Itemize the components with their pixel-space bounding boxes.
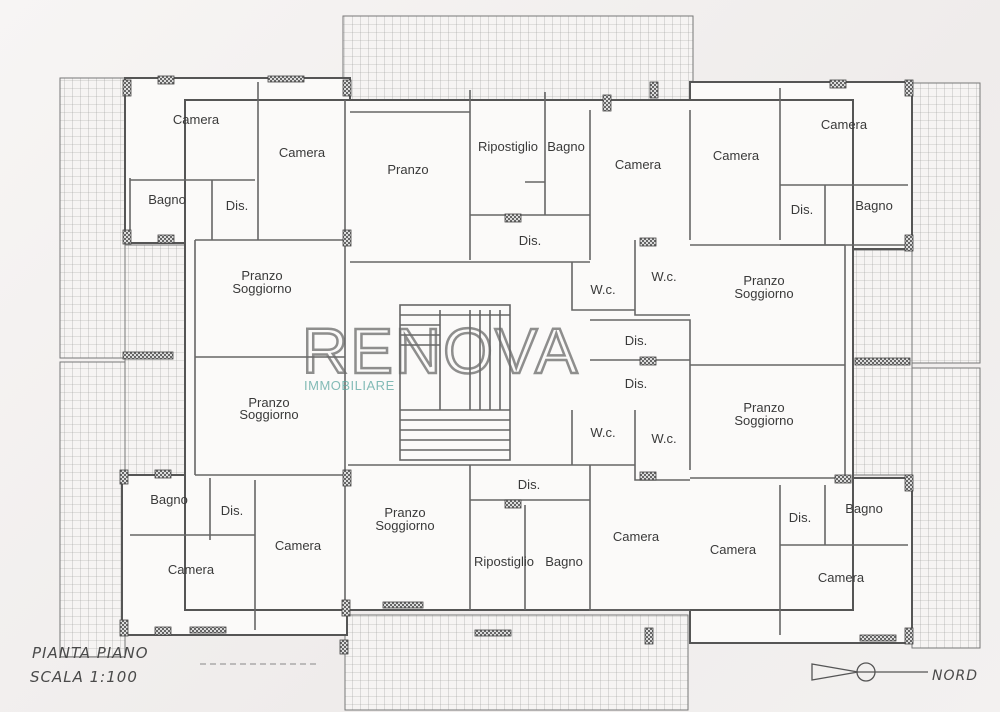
room-label: Bagno [845, 501, 883, 516]
room-label: Bagno [148, 192, 186, 207]
terrace-left-mid [124, 244, 186, 476]
room-label: Camera [615, 157, 662, 172]
terrace-right-upper [911, 82, 981, 364]
room-label: W.c. [651, 431, 676, 446]
room-label: W.c. [590, 282, 615, 297]
room-labels: Camera Camera Bagno Dis. Pranzo Ripostig… [148, 112, 893, 585]
terrace-right-lower [911, 367, 981, 649]
room-label: Bagno [547, 139, 585, 154]
room-label: Dis. [791, 202, 813, 217]
renova-watermark: RENOVA IMMOBILIARE [301, 314, 580, 393]
room-label: Pranzo [248, 395, 289, 410]
room-label: Soggiorno [375, 518, 434, 533]
room-label: Dis. [789, 510, 811, 525]
room-label: Pranzo [387, 162, 428, 177]
room-label: Dis. [226, 198, 248, 213]
room-label: W.c. [590, 425, 615, 440]
north-label: NORD [932, 668, 978, 684]
room-label: Soggiorno [734, 286, 793, 301]
plan-title: PIANTA PIANO [32, 644, 149, 662]
terrace-left-upper [59, 77, 126, 359]
north-arrow-icon [811, 662, 928, 682]
room-label: Dis. [625, 376, 647, 391]
room-label: Soggiorno [232, 281, 291, 296]
room-label: Bagno [150, 492, 188, 507]
room-label: W.c. [651, 269, 676, 284]
room-label: Camera [279, 145, 326, 160]
room-label: Camera [275, 538, 322, 553]
room-label: Pranzo [743, 400, 784, 415]
watermark-brand: RENOVA [302, 315, 580, 387]
room-label: Dis. [625, 333, 647, 348]
room-label: Dis. [519, 233, 541, 248]
room-label: Camera [713, 148, 760, 163]
room-label: Pranzo [241, 268, 282, 283]
room-label: Soggiorno [239, 407, 298, 422]
plan-scale: SCALA 1:100 [30, 668, 138, 686]
watermark-sub: IMMOBILIARE [304, 378, 395, 393]
room-label: Camera [821, 117, 868, 132]
room-label: Dis. [518, 477, 540, 492]
room-label: Camera [168, 562, 215, 577]
interior-walls [129, 82, 908, 635]
room-label: Pranzo [384, 505, 425, 520]
room-label: Dis. [221, 503, 243, 518]
room-label: Bagno [855, 198, 893, 213]
room-label: Pranzo [743, 273, 784, 288]
walls [121, 77, 913, 644]
room-label: Bagno [545, 554, 583, 569]
room-label: Camera [613, 529, 660, 544]
room-label: Camera [818, 570, 865, 585]
room-label: Camera [710, 542, 757, 557]
terraces [59, 15, 981, 711]
room-label: Soggiorno [734, 413, 793, 428]
room-label: Ripostiglio [474, 554, 534, 569]
terrace-bottom [344, 614, 689, 711]
room-label: Camera [173, 112, 220, 127]
windows [119, 75, 914, 655]
terrace-top [342, 15, 694, 101]
room-label: Ripostiglio [478, 139, 538, 154]
terrace-left-lower [59, 361, 126, 658]
